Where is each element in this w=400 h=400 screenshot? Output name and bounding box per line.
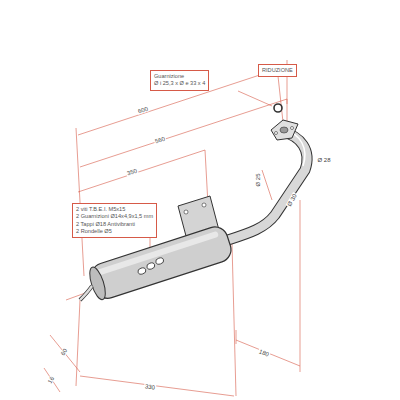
dimension-label: 560 [153,135,166,144]
dimension-label: Ø 25 [255,172,261,187]
callout-text: 2 Rondelle Ø5 [76,228,153,235]
gasket-ring [274,104,282,112]
callout-text: 2 Tappi Ø18 Antivibranti [76,221,153,228]
dimension-label: Ø 28 [316,157,331,163]
dimension-label: 180 [257,348,270,358]
dimension-label: 330 [144,383,157,391]
dimension-label: 350 [125,167,138,176]
parts-list-callout: 2 viti T.B.E.I. M5x152 Guarnizioni Ø14x4… [72,203,157,238]
tailpipe [80,286,92,300]
exhaust-flange [271,120,298,140]
callout-text: 2 viti T.B.E.I. M5x15 [76,206,153,213]
dimension-lines [44,60,312,396]
gasket-callout: GuarnizioneØ i 25,3 x Ø e 33 x 4 [150,70,209,91]
callout-text: Ø i 25,3 x Ø e 33 x 4 [154,80,205,87]
callout-text: Guarnizione [154,73,205,80]
reduction-callout: RIDUZIONE [258,64,297,77]
callout-text: RIDUZIONE [262,67,293,74]
header-pipe [228,130,307,240]
callout-text: 2 Guarnizioni Ø14x4,9x1,5 mm [76,213,153,220]
